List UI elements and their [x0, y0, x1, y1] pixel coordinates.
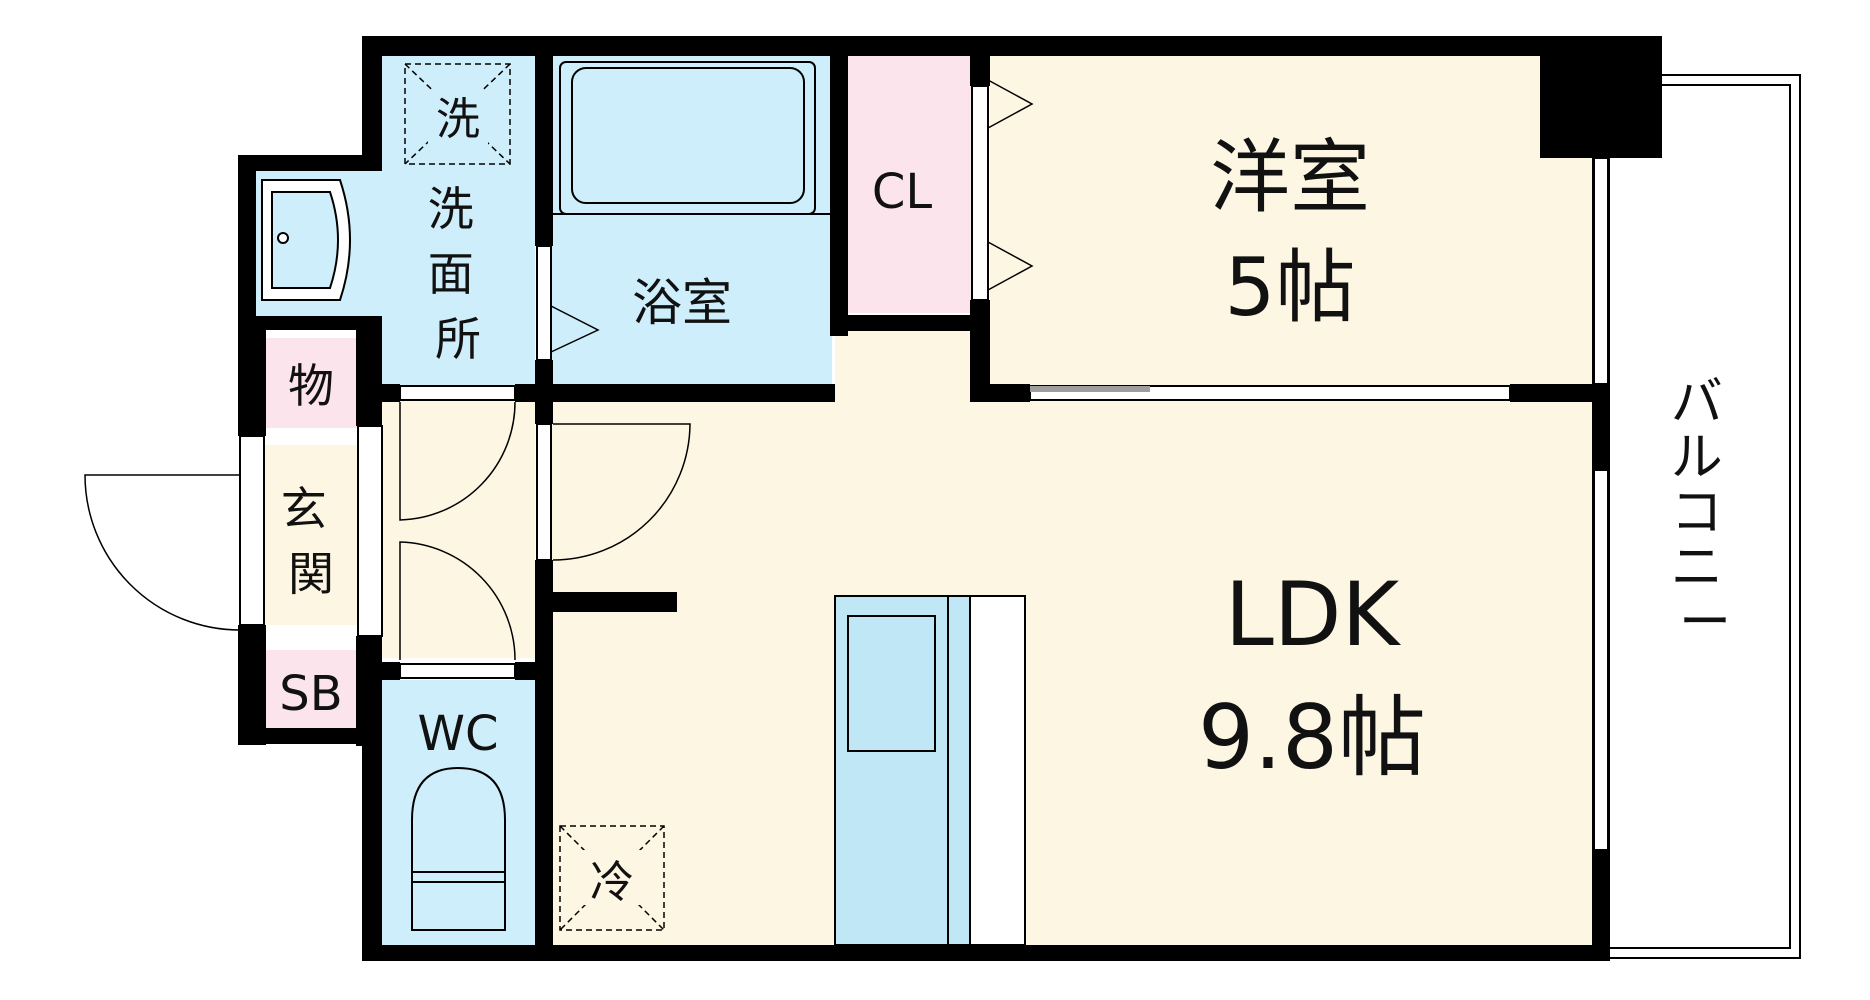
- western-room-floor: [990, 55, 1595, 385]
- entrance-label-1: 玄: [281, 482, 327, 536]
- sink: [261, 179, 351, 301]
- bathroom-label: 浴室: [632, 274, 732, 332]
- balcony-label-4: ニ: [1671, 538, 1723, 598]
- shoe-box-label: SB: [279, 666, 342, 722]
- washer-label: 洗: [436, 94, 480, 145]
- western-room-name: 洋室: [1210, 131, 1370, 224]
- western-room-size: 5帖: [1225, 241, 1356, 334]
- ldk-floor: [552, 400, 1595, 950]
- toilet-fixture: [411, 766, 506, 931]
- washroom-label: 洗 面 所: [428, 182, 489, 366]
- washer-label-bg: [428, 90, 488, 145]
- washroom-label-3: 所: [435, 312, 481, 366]
- washroom-label-2: 面: [428, 247, 474, 301]
- balcony-label-1: バ: [1671, 373, 1723, 433]
- fridge-label-bg: [582, 850, 642, 905]
- hall-floor: [835, 330, 975, 400]
- ldk-size: 9.8帖: [1198, 686, 1426, 789]
- entrance-label: 玄 関: [281, 482, 342, 601]
- door-swings: [84, 79, 1034, 661]
- balcony-label-3: コ: [1671, 483, 1723, 543]
- balcony-label-2: ル: [1671, 428, 1723, 488]
- sliding-door-track: [1030, 386, 1150, 392]
- toilet-label: WC: [418, 706, 499, 762]
- fridge-label: 冷: [590, 857, 634, 908]
- storage-floor: [265, 338, 357, 428]
- ldk-name: LDK: [1225, 563, 1402, 666]
- entrance-floor: [258, 445, 366, 625]
- closet-label: CL: [872, 164, 933, 220]
- closet-floor: [835, 55, 975, 313]
- balcony-label: バ ル コ ニ ー: [1671, 373, 1740, 653]
- kitchen-counter: [834, 595, 1026, 946]
- shoe-box-floor: [265, 650, 357, 730]
- balcony-label-5: ー: [1679, 593, 1731, 653]
- corridor-floor: [380, 400, 535, 658]
- storage-label: 物: [288, 359, 334, 413]
- washroom-label-1: 洗: [428, 182, 474, 236]
- bathtub: [552, 61, 830, 215]
- entrance-label-2: 関: [288, 547, 334, 601]
- openings: [239, 85, 1609, 851]
- balcony-outline: [1610, 74, 1801, 959]
